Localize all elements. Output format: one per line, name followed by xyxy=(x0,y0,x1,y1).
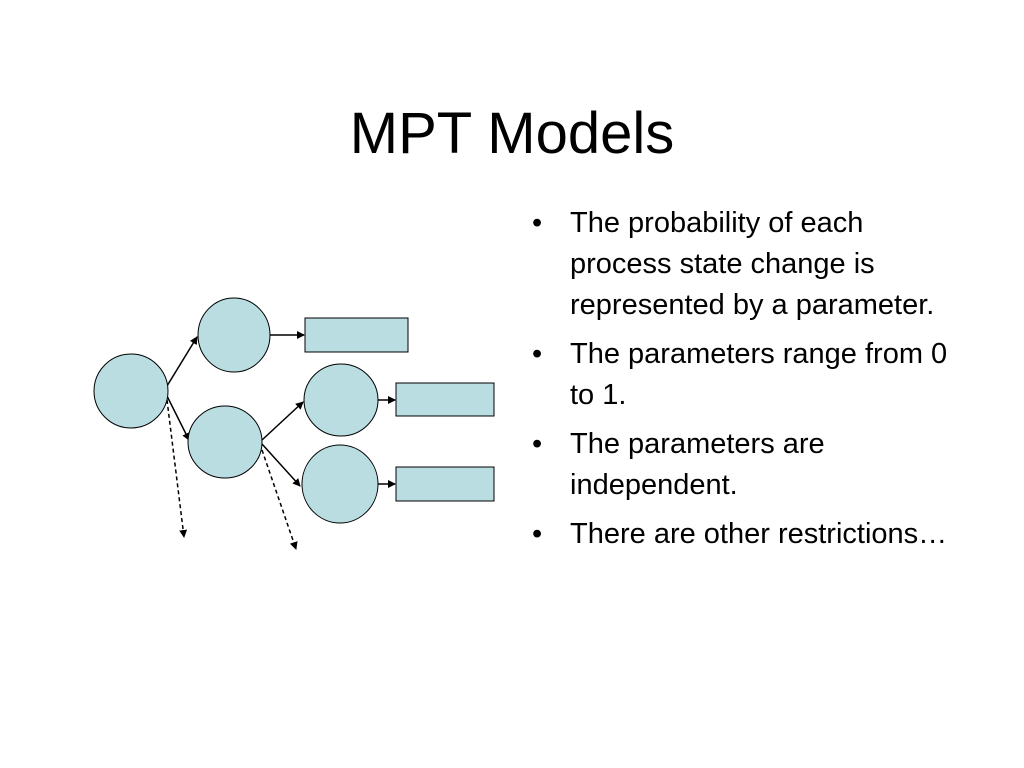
upper-outcome-box xyxy=(304,317,409,353)
bullet-text: The probability of each process state ch… xyxy=(570,207,935,321)
bullet-text: The parameters range from 0 to 1. xyxy=(570,338,948,411)
bullet-icon: • xyxy=(532,428,543,460)
upper-right-node xyxy=(303,363,379,437)
dashed-arrow-middle-node xyxy=(261,449,298,550)
arrow-root-to-upper-node xyxy=(166,336,198,387)
middle-outcome-box xyxy=(395,382,495,417)
list-item: • The probability of each process state … xyxy=(528,203,958,326)
mpt-tree-diagram xyxy=(93,297,495,550)
list-item: • There are other restrictions… xyxy=(528,514,958,555)
bullet-list: • The probability of each process state … xyxy=(528,203,958,563)
list-item: • The parameters are independent. xyxy=(528,424,958,506)
arrow-middle-node-to-lower-right-node xyxy=(261,443,301,487)
slide-title: MPT Models xyxy=(349,101,675,166)
bullet-icon: • xyxy=(532,518,543,550)
bullet-text: There are other restrictions… xyxy=(570,518,948,550)
dashed-arrow-root xyxy=(166,399,188,538)
upper-node xyxy=(197,297,271,373)
bullet-text: The parameters are independent. xyxy=(570,428,825,501)
lower-right-node xyxy=(301,444,379,524)
arrow-middle-node-to-upper-right-node xyxy=(261,401,304,441)
middle-node xyxy=(187,405,263,479)
root-node xyxy=(93,353,169,429)
bullet-icon: • xyxy=(532,338,543,370)
list-item: • The parameters range from 0 to 1. xyxy=(528,334,958,416)
lower-outcome-box xyxy=(395,466,495,502)
bullet-icon: • xyxy=(532,207,543,239)
arrow-root-to-middle-node xyxy=(166,395,190,441)
